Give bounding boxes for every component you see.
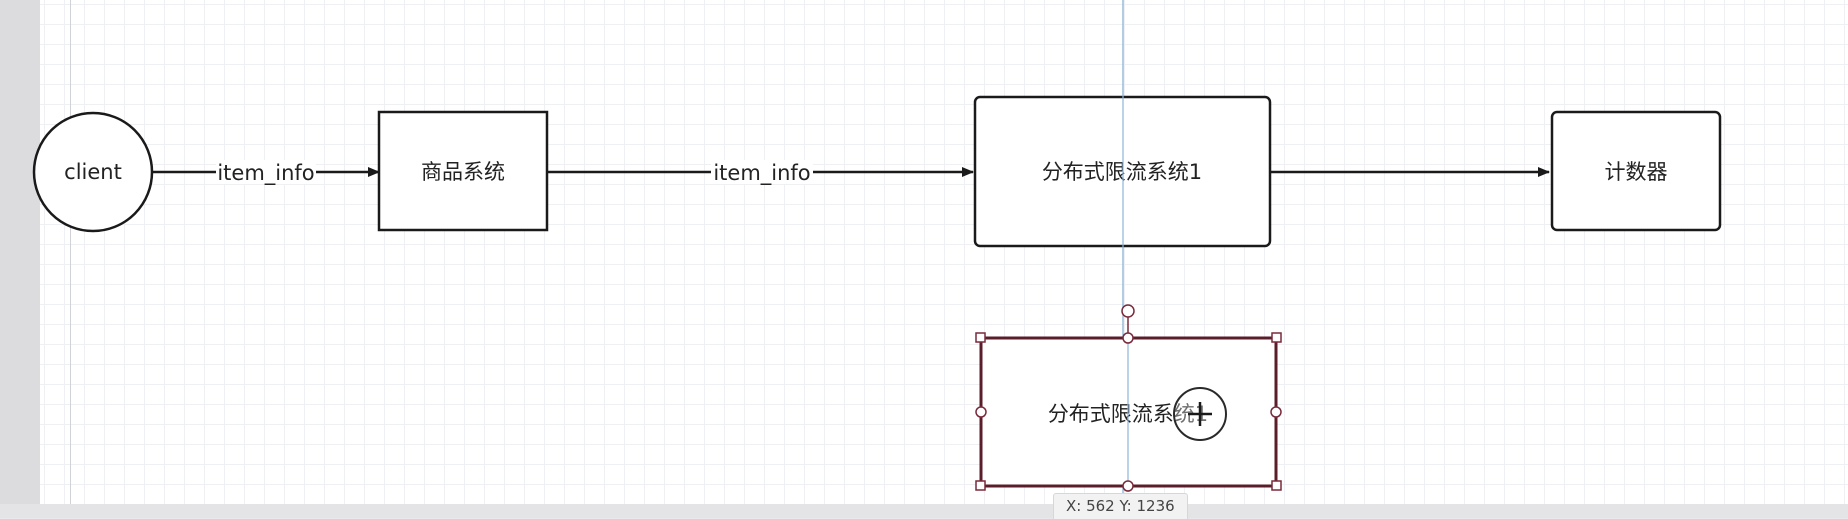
node-product-system[interactable]: 商品系统 bbox=[377, 110, 549, 232]
resize-handle-w[interactable] bbox=[975, 406, 987, 418]
node-client[interactable]: client bbox=[32, 111, 154, 233]
node-label: 计数器 bbox=[1605, 160, 1668, 184]
resize-handle-n[interactable] bbox=[1122, 332, 1134, 344]
edge-label: item_info bbox=[713, 161, 810, 186]
resize-handle-e[interactable] bbox=[1270, 406, 1282, 418]
edge-client-to-product[interactable]: item_info bbox=[152, 160, 380, 186]
node-label: 分布式限流系统1 bbox=[1042, 160, 1202, 184]
resize-handle-se[interactable] bbox=[1271, 480, 1282, 491]
node-label: client bbox=[64, 160, 122, 184]
resize-handles[interactable] bbox=[975, 332, 1282, 492]
resize-handle-s[interactable] bbox=[1122, 480, 1134, 492]
edge-product-to-rate-limiter[interactable]: item_info bbox=[548, 160, 974, 186]
edge-label: item_info bbox=[217, 161, 314, 186]
coordinate-readout: X: 562 Y: 1236 bbox=[1053, 493, 1188, 519]
page-boundary bbox=[70, 0, 71, 504]
node-label: 商品系统 bbox=[421, 160, 505, 184]
resize-handle-nw[interactable] bbox=[975, 332, 986, 343]
drawing-canvas[interactable] bbox=[40, 0, 1848, 504]
resize-handle-sw[interactable] bbox=[975, 480, 986, 491]
move-cursor-icon bbox=[1173, 387, 1227, 441]
left-gutter bbox=[0, 0, 40, 518]
horizontal-scrollbar[interactable] bbox=[0, 504, 1848, 518]
node-counter[interactable]: 计数器 bbox=[1550, 110, 1722, 232]
resize-handle-ne[interactable] bbox=[1271, 332, 1282, 343]
edge-label-bg bbox=[216, 160, 316, 184]
edge-label-bg bbox=[711, 160, 813, 184]
